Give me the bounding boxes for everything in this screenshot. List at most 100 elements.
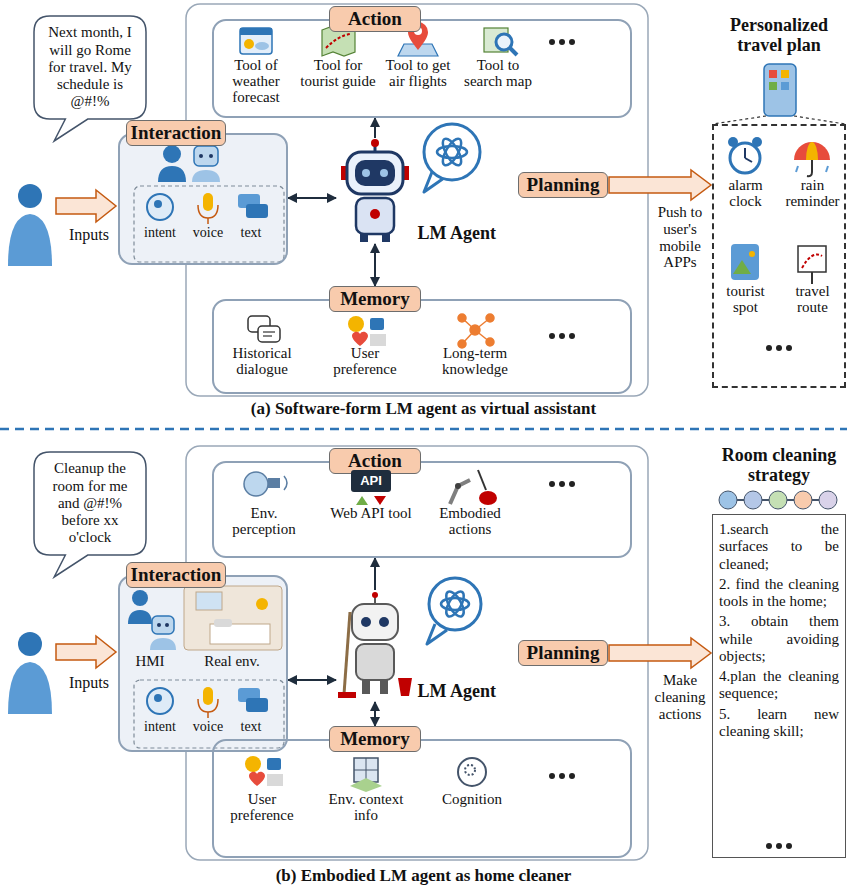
bubble-text: Cleanup the room for me and @#!% before …	[41, 460, 139, 546]
model-logo	[439, 136, 464, 168]
robot-figure	[355, 160, 395, 186]
tab-label: Planning	[519, 641, 607, 664]
api-arrows	[374, 496, 386, 505]
item-label: User preference	[222, 792, 302, 824]
knowledge-icon	[486, 314, 494, 322]
more-dots	[776, 345, 782, 351]
voice-icon	[203, 193, 213, 211]
strategy-band	[719, 491, 837, 509]
cleaning-robot	[338, 692, 356, 698]
spot-icon	[731, 244, 759, 280]
icon-item: Tool of weather forecast	[217, 24, 295, 106]
alarm-icon	[730, 143, 760, 173]
cleaning-robot	[352, 604, 398, 640]
perception-icon	[284, 476, 287, 490]
icon-item: Tool to get air flights	[379, 24, 457, 90]
robot-figure	[362, 169, 370, 177]
planning-tab: Planning	[518, 640, 608, 666]
cleaning-robot	[372, 592, 378, 598]
hmi-icon	[150, 638, 176, 650]
cognition-icon	[465, 765, 475, 775]
human-robot-icon	[199, 154, 203, 158]
item-label: Tool for tourist guide	[299, 58, 377, 90]
intent-icon	[154, 200, 162, 208]
icon-item: text	[230, 684, 272, 735]
embodied-icon	[450, 480, 470, 504]
item-label: Env. context info	[318, 792, 414, 824]
more-dots	[549, 481, 555, 487]
human-robot-icon	[158, 166, 186, 182]
bedroom-picture	[184, 586, 282, 650]
frame	[186, 4, 648, 396]
step-text: 2. find the cleaning tools in the home;	[719, 576, 839, 611]
hmi-icon	[157, 623, 161, 627]
knowledge-icon	[458, 314, 466, 322]
alarm-icon	[728, 137, 762, 173]
human-robot-icon	[158, 145, 220, 182]
user-figure	[18, 632, 42, 656]
item-label: voice	[184, 226, 232, 241]
item-label: alarm clock	[714, 178, 777, 210]
panel-title: Room cleaning strategy	[712, 446, 846, 486]
frame	[0, 4, 847, 860]
voice-icon	[198, 205, 218, 218]
tab-label: Interaction	[126, 562, 226, 588]
human-robot-icon	[192, 170, 220, 182]
preference-icon	[249, 772, 265, 786]
model-logo	[429, 578, 481, 630]
alarm-icon	[744, 148, 746, 158]
phone-icon	[769, 82, 777, 90]
cleaning-robot	[356, 644, 394, 680]
label-slot: (a) Software-form LM agent as virtual as…	[0, 399, 847, 419]
item-label: rain reminder	[781, 178, 844, 210]
preference-icon	[352, 332, 368, 346]
tab-label: Interaction	[126, 120, 226, 146]
phone-icon	[769, 70, 777, 78]
model-logo	[424, 124, 481, 644]
icon-item: APIWeb API tool	[326, 466, 416, 522]
module-panel: InteractionHMIReal env.intentvoicetext	[118, 562, 288, 752]
sub-caption: (a) Software-form LM agent as virtual as…	[0, 399, 847, 419]
preference-icon	[267, 774, 283, 786]
more-dots	[549, 333, 555, 339]
robot-figure	[347, 152, 403, 194]
item-label: HMI	[122, 654, 178, 670]
more-dots	[786, 843, 792, 849]
icon-item: Historical dialogue	[222, 312, 302, 378]
route-icon	[798, 246, 826, 272]
planning-tab: Planning	[518, 172, 608, 198]
arrow-label: Inputs	[58, 674, 120, 692]
cleaning-robot	[379, 617, 389, 627]
module-panel: ActionTool of weather forecastTool for t…	[212, 6, 632, 118]
api-arrows	[356, 496, 386, 505]
robot-figure	[382, 234, 390, 242]
item-label: Tool to get air flights	[379, 58, 457, 90]
lm-agent: LM Agent	[336, 138, 496, 244]
map-search-icon	[496, 34, 512, 50]
weather-icon	[240, 28, 272, 54]
label-slot: Make cleaning actions	[652, 672, 708, 722]
cleaning-robot	[398, 678, 412, 696]
item-label: Cognition	[432, 792, 512, 808]
item-label: travel route	[781, 284, 844, 316]
umbrella-icon	[806, 142, 818, 160]
strategy-band	[744, 491, 762, 509]
step-text: 1.search the surfaces to be cleaned;	[719, 521, 839, 573]
context-icon	[350, 778, 382, 792]
user-figure	[18, 184, 42, 208]
human-robot-icon	[194, 146, 218, 166]
bedroom-picture	[196, 592, 222, 610]
icon-item: intent	[136, 190, 184, 241]
frame	[118, 133, 288, 265]
cleaning-robot	[380, 680, 388, 694]
cleaning-robot	[344, 612, 350, 694]
more-dots	[569, 773, 575, 779]
input-arrow	[56, 636, 116, 668]
human-robot-icon	[209, 154, 213, 158]
weather-icon	[240, 28, 272, 35]
alarm-icon	[745, 158, 752, 162]
dialogue-icon	[263, 331, 275, 332]
robot-figure	[370, 209, 380, 219]
dialogue-icon	[248, 316, 280, 342]
